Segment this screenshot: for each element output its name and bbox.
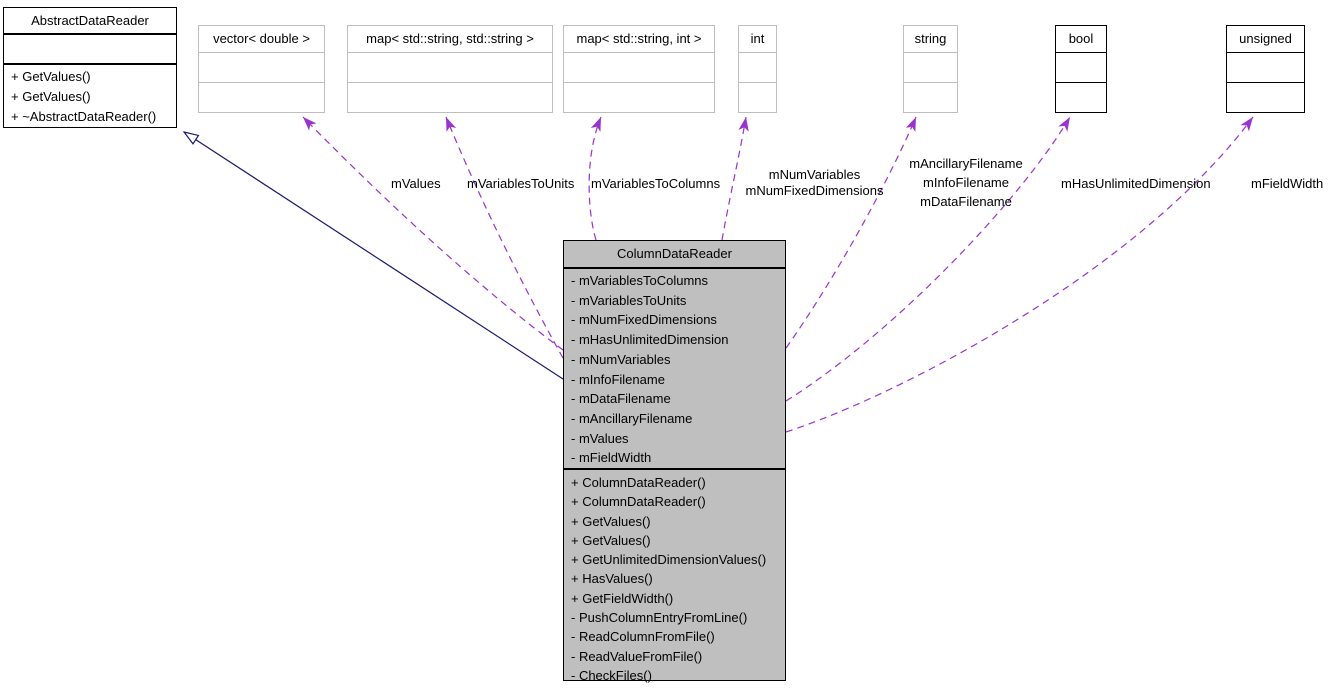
- attribute-row: - mVariablesToColumns: [571, 273, 709, 288]
- class-title: ColumnDataReader: [564, 241, 785, 269]
- edge-label-mdatafilename: mDataFilename: [920, 194, 1012, 209]
- class-int: int: [738, 25, 777, 113]
- class-title: unsigned: [1227, 26, 1304, 53]
- method-row: + GetValues(): [11, 89, 91, 104]
- class-title: int: [739, 26, 776, 53]
- edge-label-mnumvariables: mNumVariables: [768, 167, 861, 182]
- methods-compartment: + GetValues() + GetValues() + ~AbstractD…: [4, 65, 176, 127]
- class-title: map< std::string, std::string >: [348, 26, 552, 53]
- class-title: vector< double >: [199, 26, 324, 53]
- method-row: - CheckFiles(): [571, 667, 652, 683]
- class-map-string-string: map< std::string, std::string >: [347, 25, 553, 113]
- method-row: + ~AbstractDataReader(): [11, 109, 157, 124]
- methods-compartment: [739, 83, 776, 112]
- attribute-row: - mNumVariables: [571, 351, 671, 367]
- edge-filenames: [785, 116, 917, 349]
- attributes-compartment: [4, 35, 176, 65]
- attribute-row: - mInfoFilename: [571, 371, 665, 387]
- method-row: + ColumnDataReader(): [571, 494, 706, 510]
- class-map-string-int: map< std::string, int >: [563, 25, 715, 113]
- attribute-row: - mVariablesToUnits: [571, 292, 687, 308]
- edge-label-mnumfixeddimensions: mNumFixedDimensions: [745, 183, 884, 198]
- methods-compartment: [1056, 83, 1106, 112]
- edge-label-mancillaryfilename: mAncillaryFilename: [909, 156, 1023, 171]
- methods-compartment: [199, 83, 324, 112]
- class-abstract-data-reader[interactable]: AbstractDataReader + GetValues() + GetVa…: [3, 7, 177, 128]
- class-title: string: [904, 26, 957, 53]
- methods-compartment: [1227, 83, 1304, 112]
- edge-label-mvariablestounits: mVariablesToUnits: [467, 176, 575, 191]
- edge-mvariablestounits: [445, 116, 564, 359]
- edge-inheritance-abstractdatareader: [184, 132, 564, 380]
- class-title: map< std::string, int >: [564, 26, 714, 53]
- attributes-compartment: [1056, 53, 1106, 83]
- edge-mhasunlimiteddimension: [785, 116, 1071, 402]
- edge-mvalues: [302, 116, 564, 351]
- class-column-data-reader: ColumnDataReader - mVariablesToColumns -…: [563, 240, 786, 683]
- method-row: - ReadColumnFromFile(): [571, 629, 715, 645]
- attribute-row: - mHasUnlimitedDimension: [571, 332, 729, 348]
- edge-label-mvariablestocolumns: mVariablesToColumns: [591, 176, 721, 191]
- edge-label-mvalues: mValues: [391, 176, 441, 191]
- method-row: + GetUnlimitedDimensionValues(): [571, 552, 767, 568]
- class-title: bool: [1056, 26, 1106, 53]
- attribute-row: - mValues: [571, 430, 629, 446]
- method-row: - PushColumnEntryFromLine(): [571, 610, 748, 626]
- method-row: + GetValues(): [11, 69, 91, 84]
- class-unsigned[interactable]: unsigned: [1226, 25, 1305, 113]
- attributes-compartment: [1227, 53, 1304, 83]
- edge-mnumvariables: [721, 116, 749, 241]
- class-title: AbstractDataReader: [4, 8, 176, 35]
- attributes-compartment: [564, 53, 714, 83]
- class-string: string: [903, 25, 958, 113]
- methods-compartment: + ColumnDataReader() + ColumnDataReader(…: [564, 470, 785, 685]
- attributes-compartment: - mVariablesToColumns - mVariablesToUnit…: [564, 269, 785, 470]
- attribute-row: - mDataFilename: [571, 391, 671, 407]
- method-row: + GetFieldWidth(): [571, 590, 674, 606]
- edge-label-minfofilename: mInfoFilename: [923, 175, 1009, 190]
- attributes-compartment: [199, 53, 324, 83]
- class-bool[interactable]: bool: [1055, 25, 1107, 113]
- methods-compartment: [904, 83, 957, 112]
- class-vector-double: vector< double >: [198, 25, 325, 113]
- method-row: - ReadValueFromFile(): [571, 648, 703, 664]
- methods-compartment: [348, 83, 552, 112]
- attributes-compartment: [739, 53, 776, 83]
- edge-label-mfieldwidth: mFieldWidth: [1251, 176, 1324, 191]
- edge-label-group-filenames: mAncillaryFilename mInfoFilename mDataFi…: [901, 154, 1031, 211]
- attributes-compartment: [348, 53, 552, 83]
- edge-label-group-num: mNumVariables mNumFixedDimensions: [738, 167, 891, 199]
- attribute-row: - mFieldWidth: [571, 450, 652, 466]
- edge-label-mhasunlimiteddimension: mHasUnlimitedDimension: [1061, 176, 1211, 191]
- attribute-row: - mAncillaryFilename: [571, 410, 693, 426]
- method-row: + GetValues(): [571, 513, 651, 529]
- methods-compartment: [564, 83, 714, 112]
- attribute-row: - mNumFixedDimensions: [571, 312, 717, 328]
- attributes-compartment: [904, 53, 957, 83]
- method-row: + HasValues(): [571, 571, 653, 587]
- method-row: + GetValues(): [571, 532, 651, 548]
- method-row: + ColumnDataReader(): [571, 475, 706, 490]
- edge-mvariablestocolumns: [588, 116, 602, 241]
